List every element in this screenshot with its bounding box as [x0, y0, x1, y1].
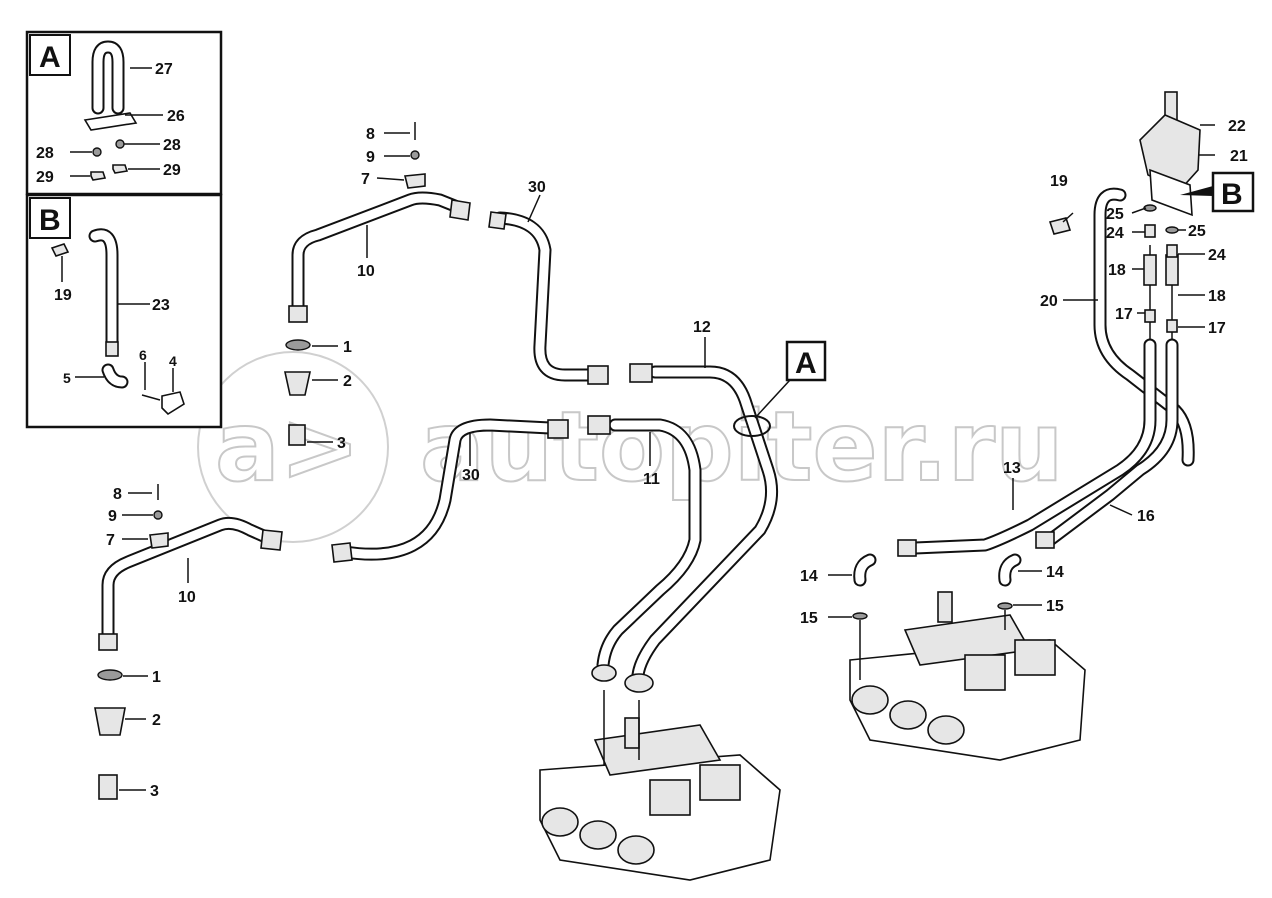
detail-a-letter: A: [39, 41, 61, 74]
label-1-upper: 1: [343, 339, 352, 356]
label-17-right: 17: [1208, 320, 1226, 337]
hose-10-upper: [288, 191, 471, 323]
leader-lines: [119, 132, 1205, 791]
label-8-lower: 8: [113, 486, 122, 503]
label-19: 19: [1050, 173, 1068, 190]
detail-b-label-6: 6: [139, 347, 147, 363]
detail-b-label-19: 19: [54, 287, 72, 304]
label-9-lower: 9: [108, 508, 117, 525]
callout-b-letter: B: [1221, 178, 1243, 211]
adapter-lower: [94, 669, 126, 800]
part-labels: 8 9 7 30 10 1 2 3 12 30 11 8 9 7 10 1 2 …: [106, 118, 1248, 800]
detail-a-label-26: 26: [167, 108, 185, 125]
hoses-pilot-right: [908, 187, 1195, 555]
detail-a-label-29-right: 29: [163, 162, 181, 179]
adapter-upper: [284, 339, 311, 446]
label-24-right: 24: [1208, 247, 1226, 264]
label-12: 12: [693, 319, 711, 336]
label-1-lower: 1: [152, 669, 161, 686]
elbows-right: [852, 531, 1055, 620]
label-11: 11: [643, 471, 660, 488]
label-2-lower: 2: [152, 712, 161, 729]
label-18-right: 18: [1208, 288, 1226, 305]
label-8-upper: 8: [366, 126, 375, 143]
label-14-left: 14: [800, 568, 818, 585]
label-7-upper: 7: [361, 171, 370, 188]
callout-b: B: [1180, 171, 1255, 213]
label-30-upper: 30: [528, 179, 546, 196]
label-14-right: 14: [1046, 564, 1064, 581]
detail-a-label-27: 27: [155, 61, 173, 78]
detail-view-a: A 27 26 28 28 29 29: [25, 30, 223, 196]
control-valve-right: [849, 591, 1086, 761]
label-24-left: 24: [1106, 225, 1124, 242]
label-9-upper: 9: [366, 149, 375, 166]
hardware-upper: [403, 122, 426, 189]
label-10-lower: 10: [178, 589, 196, 606]
hose-10-lower: [98, 516, 283, 651]
detail-a-label-28-right: 28: [163, 137, 181, 154]
detail-b-label-23: 23: [152, 297, 170, 314]
detail-view-b: B 19 23 5 6 4: [25, 193, 223, 429]
detail-b-letter: B: [39, 204, 61, 237]
label-30-lower: 30: [462, 467, 480, 484]
label-3-upper: 3: [337, 435, 346, 452]
hose-ends-valve-left: [591, 664, 654, 693]
label-3-lower: 3: [150, 783, 159, 800]
detail-a-label-29-left: 29: [36, 169, 54, 186]
control-valve-left: [539, 690, 781, 881]
clamp-a: [733, 415, 771, 437]
label-15-right: 15: [1046, 598, 1064, 615]
detail-b-label-4: 4: [169, 353, 177, 369]
label-16: 16: [1137, 508, 1155, 525]
label-10-upper: 10: [357, 263, 375, 280]
hose-30-upper: [488, 211, 609, 385]
hose-12: [629, 363, 779, 682]
label-13: 13: [1003, 460, 1021, 477]
detail-b-label-5: 5: [63, 370, 71, 386]
label-15-left: 15: [800, 610, 818, 627]
callout-a-letter: A: [795, 347, 817, 380]
watermark-logo-text: a>: [215, 391, 360, 503]
label-7-lower: 7: [106, 532, 115, 549]
label-22: 22: [1228, 118, 1246, 135]
label-17-left: 17: [1115, 306, 1133, 323]
hose-30-lower: [331, 418, 569, 563]
detail-a-label-28-left: 28: [36, 145, 54, 162]
label-2-upper: 2: [343, 373, 352, 390]
label-18-left: 18: [1108, 262, 1126, 279]
label-25-left: 25: [1106, 206, 1124, 223]
label-25-right: 25: [1188, 223, 1206, 240]
hose-11: [587, 415, 702, 672]
pilot-control-unit: [1139, 91, 1215, 217]
callout-a: A: [754, 340, 827, 419]
hardware-lower: [149, 484, 169, 549]
label-20: 20: [1040, 293, 1058, 310]
label-21: 21: [1230, 148, 1248, 165]
